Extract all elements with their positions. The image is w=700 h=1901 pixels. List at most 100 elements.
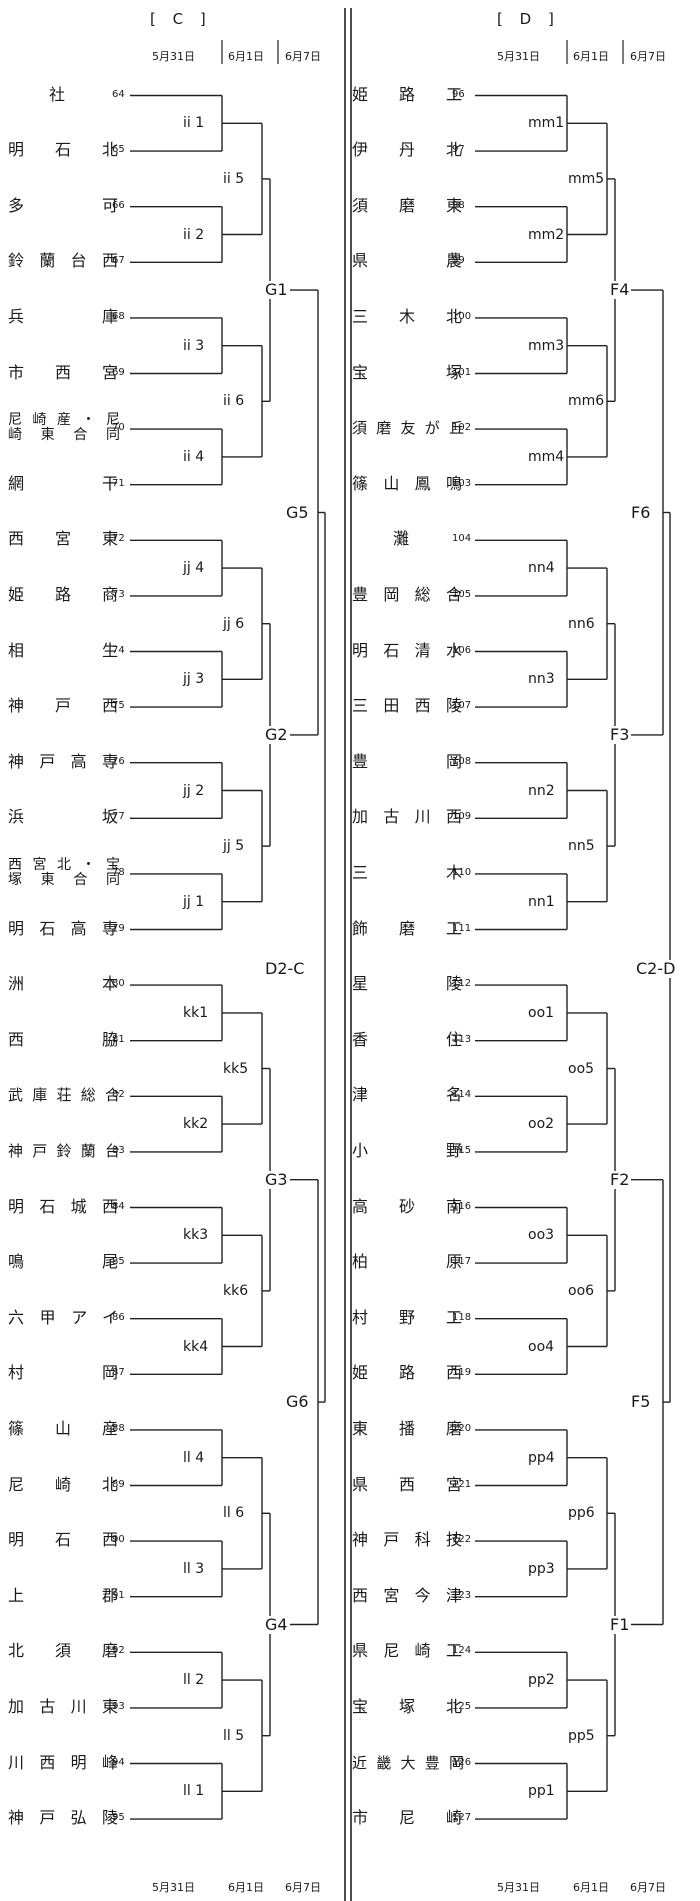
section-header-d: [ D ] (497, 10, 560, 28)
match-label: pp4 (527, 1449, 556, 1466)
match-label: ii 1 (182, 115, 206, 132)
team-number: 107 (452, 700, 472, 712)
team-name: 神戸鈴蘭台 (8, 1141, 120, 1160)
team-number: 111 (452, 922, 472, 934)
team-number: 82 (112, 1089, 125, 1101)
match-label: ll 1 (182, 1783, 206, 1800)
team-name: 小野 (352, 1140, 464, 1160)
match-label: F5 (629, 1392, 653, 1412)
team-name: 西宮今津 (352, 1585, 464, 1605)
match-label: ii 4 (182, 448, 206, 465)
match-label: nn1 (527, 893, 556, 910)
match-label: nn2 (527, 782, 556, 799)
match-label: pp1 (527, 1783, 556, 1800)
date-label-round1: 5月31日 (152, 50, 195, 63)
team-number: 81 (112, 1033, 125, 1045)
match-label: mm1 (527, 115, 566, 132)
team-number: 113 (452, 1033, 472, 1045)
team-name: 鳴尾 (8, 1252, 120, 1272)
match-label: kk1 (182, 1004, 210, 1021)
team-name: 県農 (352, 251, 464, 271)
date-label-final: 6月7日 (285, 50, 321, 63)
team-number: 118 (452, 1311, 472, 1323)
team-number: 106 (452, 644, 472, 656)
date-label-round2: 6月1日 (228, 50, 264, 63)
team-number: 99 (452, 255, 465, 267)
date-label-round1: 5月31日 (497, 1881, 540, 1894)
team-name: 洲本 (8, 974, 120, 994)
team-name: 武庫荘総合 (8, 1086, 120, 1105)
team-number: 70 (112, 422, 125, 434)
team-name: 明石西 (8, 1530, 120, 1550)
match-label: kk6 (222, 1282, 250, 1299)
date-label-round1: 5月31日 (152, 1881, 195, 1894)
team-name: 加古川西 (352, 807, 464, 827)
match-label: ii 5 (222, 170, 246, 187)
match-label: oo1 (527, 1004, 556, 1021)
team-number: 112 (452, 978, 472, 990)
team-name: 明石城西 (8, 1196, 120, 1216)
match-label: oo2 (527, 1116, 556, 1133)
team-name: 上郡 (8, 1585, 120, 1605)
match-label: kk5 (222, 1060, 250, 1077)
match-label: kk3 (182, 1227, 210, 1244)
team-number: 64 (112, 88, 125, 100)
date-label-round2: 6月1日 (573, 50, 609, 63)
team-number: 74 (112, 644, 125, 656)
match-label: mm2 (527, 226, 566, 243)
team-name: 三田西陵 (352, 696, 464, 716)
match-label: kk2 (182, 1116, 210, 1133)
team-name: 西脇 (8, 1029, 120, 1049)
match-label: oo4 (527, 1338, 556, 1355)
match-label: oo6 (567, 1282, 596, 1299)
team-name: 宝塚北 (352, 1696, 464, 1716)
team-number: 73 (112, 588, 125, 600)
team-number: 98 (452, 199, 465, 211)
team-name: 三木北 (352, 306, 464, 326)
team-number: 126 (452, 1756, 472, 1768)
team-name: 浜坂 (8, 807, 120, 827)
team-number: 83 (112, 1144, 125, 1156)
team-name: 宝塚 (352, 362, 464, 382)
team-name: 相生 (8, 640, 120, 660)
team-number: 89 (112, 1478, 125, 1490)
team-number: 94 (112, 1756, 125, 1768)
team-number: 108 (452, 755, 472, 767)
team-name: 神戸西 (8, 696, 120, 716)
match-label: ll 3 (182, 1560, 206, 1577)
team-name: 近畿大豊岡 (352, 1753, 464, 1772)
team-number: 84 (112, 1200, 125, 1212)
section-header-c: [ C ] (150, 10, 212, 28)
team-number: 78 (112, 866, 125, 878)
match-label: mm4 (527, 448, 566, 465)
team-name: 県尼崎工 (352, 1641, 464, 1661)
team-number: 80 (112, 978, 125, 990)
match-label: pp3 (527, 1560, 556, 1577)
team-number: 68 (112, 310, 125, 322)
match-label: ll 4 (182, 1449, 206, 1466)
date-label-final: 6月7日 (630, 50, 666, 63)
team-number: 65 (112, 144, 125, 156)
team-number: 127 (452, 1812, 472, 1824)
team-name: 明石清水 (352, 640, 464, 660)
date-label-final: 6月7日 (285, 1881, 321, 1894)
team-name: 市尼崎 (352, 1808, 464, 1828)
match-label: pp5 (567, 1727, 596, 1744)
match-label: G2 (263, 724, 290, 744)
team-name: 三木 (352, 862, 464, 882)
team-number: 119 (452, 1367, 472, 1379)
team-number: 103 (452, 477, 472, 489)
team-number: 105 (452, 588, 472, 600)
match-label: ll 2 (182, 1672, 206, 1689)
match-label: ll 6 (222, 1505, 246, 1522)
match-label: kk4 (182, 1338, 210, 1355)
match-label: jj 5 (222, 838, 246, 855)
team-name: 伊丹北 (352, 140, 464, 160)
match-label: F3 (608, 724, 632, 744)
team-number: 69 (112, 366, 125, 378)
team-name: 東播磨 (352, 1418, 464, 1438)
date-label-round1: 5月31日 (497, 50, 540, 63)
team-number: 97 (452, 144, 465, 156)
match-label: F6 (629, 502, 653, 522)
